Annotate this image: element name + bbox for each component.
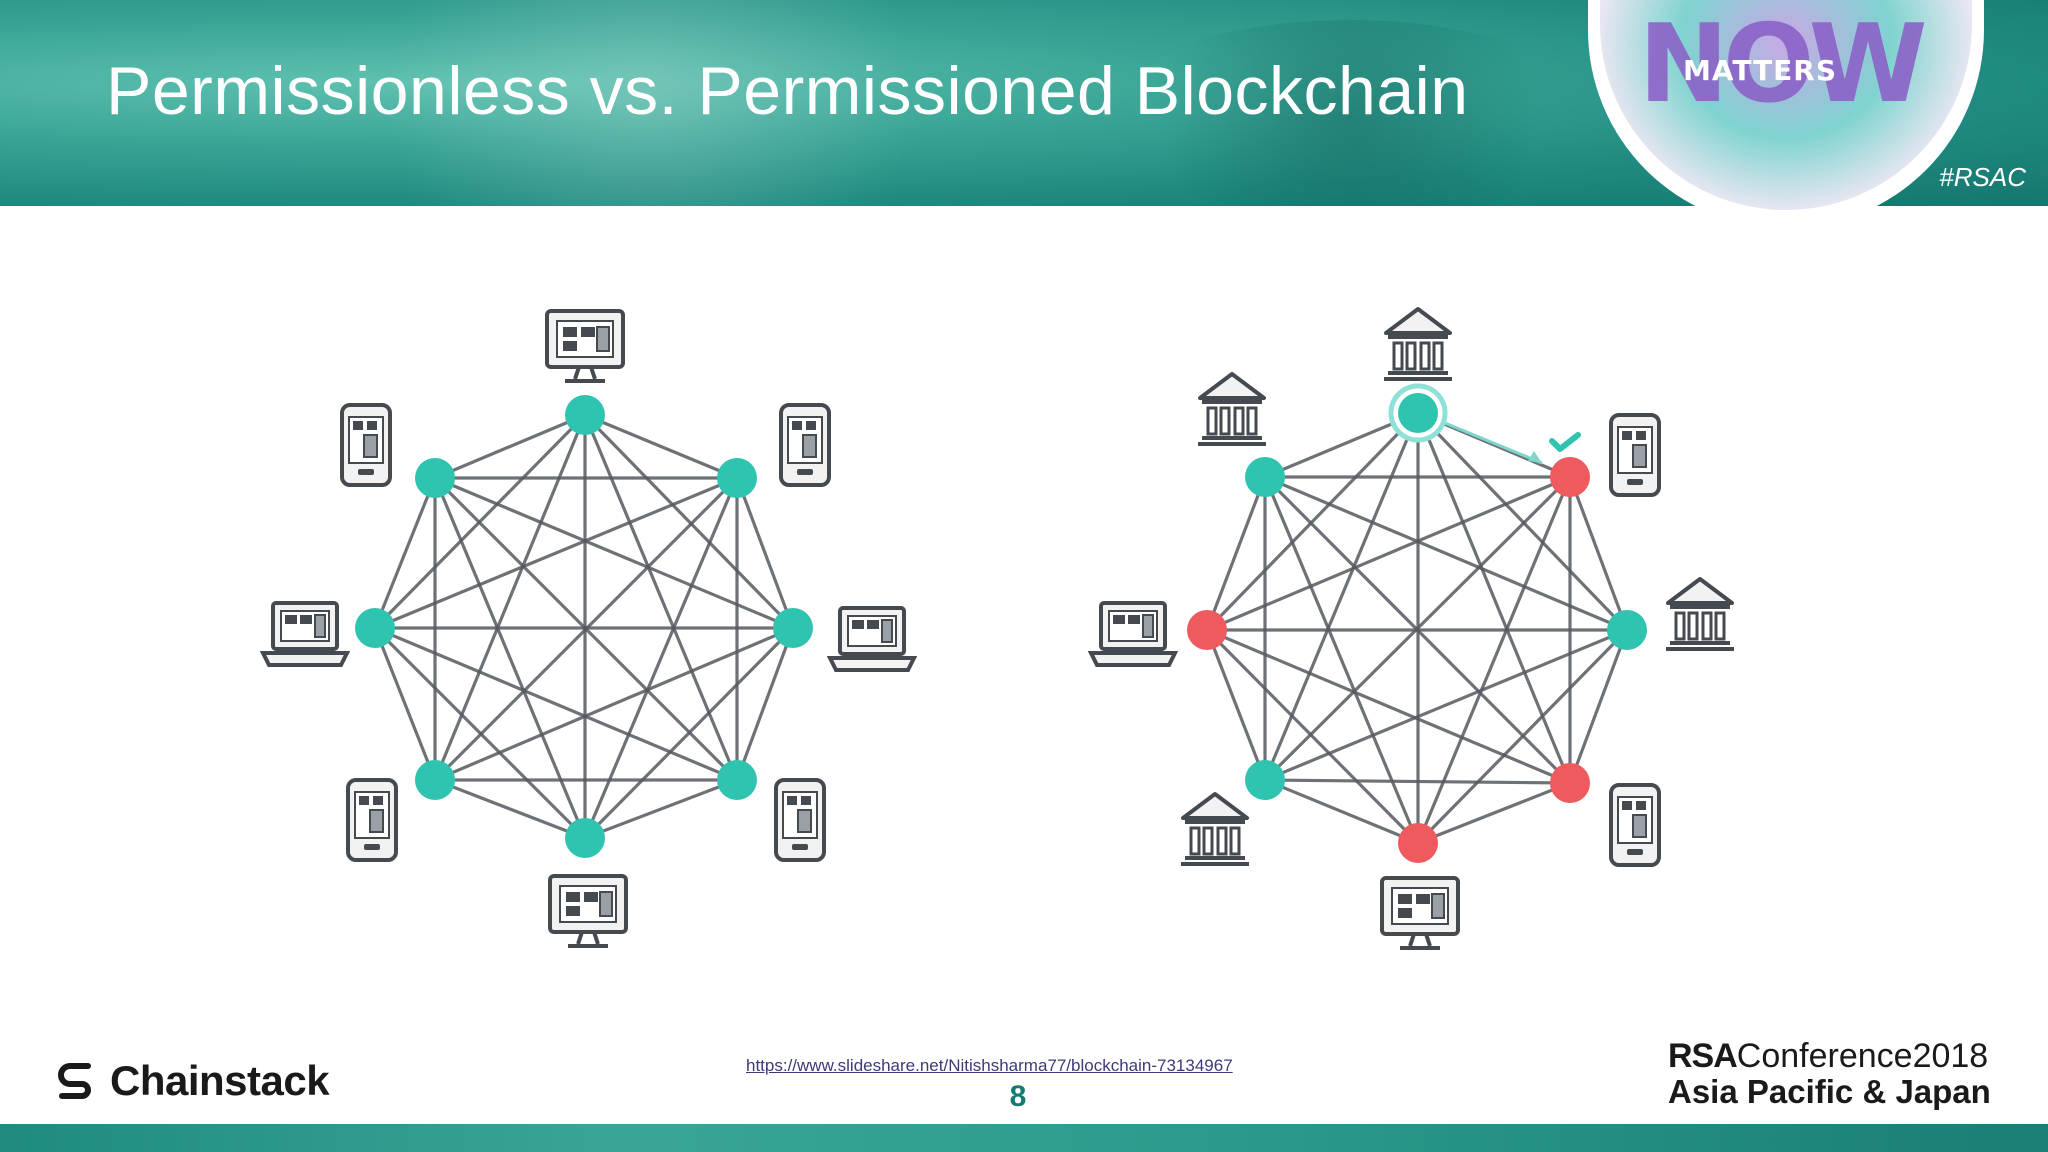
- node-teal: [565, 818, 605, 858]
- permissionless-network: [259, 309, 918, 948]
- network-edge: [1205, 629, 1267, 781]
- network-edge: [434, 626, 794, 782]
- chainstack-logo: Chainstack: [54, 1056, 330, 1106]
- network-edge: [1416, 411, 1629, 632]
- desktop-icon: [548, 874, 628, 948]
- conference-year: Conference2018: [1736, 1037, 1989, 1075]
- network-edge: [1416, 412, 1572, 784]
- network-edge: [1205, 628, 1420, 845]
- permissioned-edges: [1205, 411, 1629, 845]
- phone-icon: [340, 403, 392, 487]
- chainstack-icon: [58, 1063, 91, 1099]
- rsac-hashtag: #RSAC: [1939, 162, 2026, 192]
- node-teal: [773, 608, 813, 648]
- bank-icon: [1198, 372, 1266, 446]
- network-edge: [373, 477, 437, 629]
- network-edge: [1263, 412, 1420, 781]
- bank-icon: [1384, 307, 1452, 381]
- slide-title: Permissionless vs. Permissioned Blockcha…: [106, 53, 1469, 129]
- rsa-conference-logo: RSAConference2018 Asia Pacific & Japan: [1668, 1038, 1991, 1110]
- network-edge: [434, 778, 586, 840]
- desktop-icon: [545, 309, 625, 383]
- node-teal: [355, 608, 395, 648]
- network-edge: [583, 414, 739, 781]
- network-edge: [1263, 475, 1572, 785]
- node-teal: [1398, 393, 1438, 433]
- desktop-icon: [1380, 876, 1460, 950]
- network-edge: [373, 626, 587, 840]
- node-teal: [717, 760, 757, 800]
- node-teal: [565, 395, 605, 435]
- bank-icon: [1181, 792, 1249, 866]
- header-texture-dark: [1100, 20, 1600, 206]
- network-edge: [583, 413, 795, 630]
- network-edge: [584, 413, 738, 480]
- checkmark-icon: [1549, 432, 1581, 452]
- footer-band: [0, 1124, 2048, 1152]
- network-edge: [1568, 476, 1629, 631]
- network-edge: [1568, 629, 1629, 784]
- laptop-icon: [259, 601, 351, 667]
- network-edge: [434, 476, 794, 630]
- laptop-icon: [1087, 601, 1179, 667]
- header-texture: [300, 0, 1000, 206]
- node-teal: [415, 458, 455, 498]
- laptop-icon: [826, 606, 918, 672]
- network-edge: [735, 627, 795, 781]
- network-edge: [373, 627, 437, 781]
- network-edge: [1264, 778, 1571, 785]
- matters-logo-word: MATTERS: [1682, 54, 1838, 87]
- node-teal: [1245, 457, 1285, 497]
- node-teal: [717, 458, 757, 498]
- node-red: [1187, 610, 1227, 650]
- now-logo-word: NOW: [1638, 2, 1927, 127]
- phone-icon: [779, 403, 831, 487]
- source-link[interactable]: https://www.slideshare.net/Nitishsharma7…: [746, 1056, 1233, 1075]
- network-edge: [433, 477, 587, 839]
- phone-icon: [1609, 413, 1661, 497]
- node-teal: [1607, 610, 1647, 650]
- network-edge: [1264, 628, 1628, 782]
- node-red: [1398, 823, 1438, 863]
- network-edge: [584, 778, 738, 840]
- rsa-mark: RSA: [1668, 1037, 1738, 1075]
- transaction-arrow: [1439, 419, 1543, 465]
- bank-icon: [1666, 577, 1734, 651]
- network-edge: [1417, 781, 1571, 845]
- node-teal: [415, 760, 455, 800]
- permissionless-edges: [373, 413, 795, 840]
- phone-icon: [1609, 783, 1661, 867]
- node-red: [1550, 763, 1590, 803]
- network-edge: [1264, 778, 1419, 845]
- phone-icon: [774, 778, 826, 862]
- network-edge: [583, 477, 739, 839]
- network-edge: [1263, 476, 1420, 844]
- network-edge: [434, 413, 586, 480]
- phone-icon: [346, 778, 398, 862]
- network-edge: [1264, 475, 1628, 632]
- network-edge: [1205, 476, 1267, 631]
- chainstack-wordmark: Chainstack: [110, 1057, 330, 1104]
- conference-region: Asia Pacific & Japan: [1668, 1073, 1991, 1110]
- network-edge: [1205, 411, 1420, 632]
- node-red: [1550, 457, 1590, 497]
- network-edge: [433, 476, 739, 782]
- permissioned-network: [1087, 307, 1734, 950]
- network-edge: [1206, 628, 1571, 785]
- page-number: 8: [1009, 1080, 1027, 1113]
- node-teal: [1245, 760, 1285, 800]
- network-edge: [735, 477, 795, 629]
- network-edge: [433, 414, 587, 781]
- network-edge: [1206, 475, 1571, 632]
